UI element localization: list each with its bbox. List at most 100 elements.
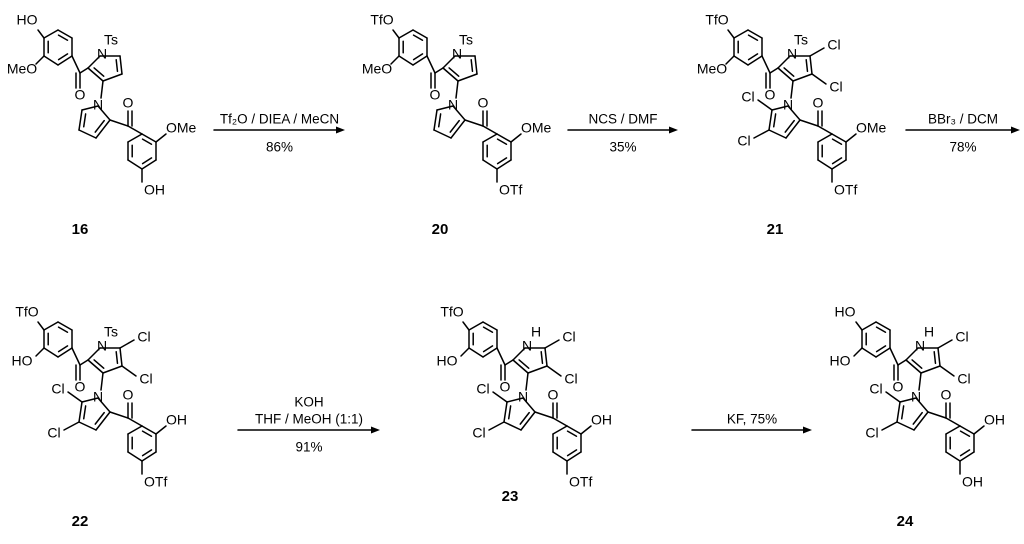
pyrrole-c-bond <box>771 105 789 111</box>
bottom-substituent-label: OTf <box>569 474 592 490</box>
ring-a-bond <box>733 55 749 66</box>
double-bond-line <box>875 345 887 353</box>
pyrrole-c-bond <box>896 421 915 431</box>
arrow-head <box>1011 126 1020 134</box>
double-bond-line <box>57 34 69 42</box>
cl-bond <box>937 339 953 349</box>
pyrrole-b-bond <box>777 55 791 69</box>
acyl-bond <box>799 119 819 127</box>
ortho-substituent-label: OMe <box>856 120 887 136</box>
ring-d-bond <box>141 159 157 170</box>
ring-a-bond <box>875 321 891 331</box>
pyrrole-c-bond <box>78 129 97 139</box>
ring-a-bond <box>747 29 763 39</box>
double-bond-line <box>449 119 460 133</box>
ortho-substituent-label: OH <box>984 412 1005 428</box>
top-substituent-label: TfO <box>440 304 463 320</box>
pyrrole-c-bond <box>433 109 438 131</box>
cl-bond <box>119 339 135 349</box>
ring-d-substituent-bond <box>155 425 167 435</box>
pyrrole-b-bond <box>512 347 526 361</box>
left-substituent-label: MeO <box>7 61 37 77</box>
carbonyl-2-oxygen: O <box>123 95 134 111</box>
ring-d-bond <box>959 425 975 435</box>
pyrrole-c-bond <box>450 119 466 139</box>
chloro-label: Cl <box>137 329 150 345</box>
pyrrole-b-bond <box>442 55 456 69</box>
ring-a-top-bond <box>727 29 735 39</box>
arrow-head <box>371 426 380 434</box>
ring-d-bond <box>496 159 512 170</box>
chloro-label: Cl <box>564 371 577 387</box>
ring-d-bond <box>959 451 975 462</box>
cl-bond <box>121 365 137 377</box>
ring-a-top-bond <box>37 29 45 39</box>
ring-a-bond <box>412 55 428 66</box>
pyrrole-b-bond <box>544 347 548 367</box>
acyl-pyrrole-bond <box>504 359 514 366</box>
double-bond-line <box>875 326 887 334</box>
arrow-head <box>336 126 345 134</box>
acyl-bond <box>109 119 129 127</box>
cl-bond <box>488 421 505 431</box>
chloro-label: Cl <box>476 381 489 397</box>
arrow-yield-label: 86% <box>266 140 293 155</box>
reaction-arrow-5: KF, 75% <box>691 412 812 434</box>
double-bond-line <box>482 326 494 334</box>
acyl-ring-bond <box>482 125 498 135</box>
ring-a-bond <box>733 29 749 39</box>
top-substituent-label: TfO <box>370 12 393 28</box>
acyl-ring-bond <box>127 125 143 135</box>
ring-a-bond <box>482 347 498 358</box>
ring-d-bond <box>482 159 498 170</box>
pyrrole-b-bond <box>119 347 123 367</box>
double-bond-line <box>566 449 578 457</box>
pyrrole-n-label: N <box>93 389 103 405</box>
pyrrole-c-bond <box>78 401 83 423</box>
double-bond-line <box>507 405 512 420</box>
pyrrole-n-label: N <box>915 338 925 354</box>
compound-number: 22 <box>72 513 89 530</box>
pyrrole-n-label: N <box>97 338 107 354</box>
n-substituent-label: Ts <box>104 324 118 340</box>
ring-a-bond <box>57 321 73 331</box>
carbonyl-2-oxygen: O <box>548 387 559 403</box>
ring-a-bond <box>468 347 484 358</box>
ring-a-left-bond <box>725 55 735 65</box>
double-bond-line <box>94 119 105 133</box>
ring-d-bond <box>566 451 582 462</box>
cl-bond <box>811 73 827 85</box>
ortho-substituent-label: OMe <box>166 120 197 136</box>
pyrrole-b-bond <box>102 365 123 374</box>
double-bond-line <box>94 411 105 425</box>
arrow-condition-label: THF / MeOH (1:1) <box>255 412 363 427</box>
cl-bond <box>492 391 508 403</box>
double-bond-line <box>448 67 460 77</box>
cl-bond <box>63 421 80 431</box>
acyl-bond <box>534 411 554 419</box>
double-bond-line <box>115 351 119 365</box>
ring-d-bond <box>127 425 143 435</box>
bottom-substituent-label: OH <box>962 474 983 490</box>
chloro-label: Cl <box>47 425 60 441</box>
pyrrole-n-label: N <box>783 97 793 113</box>
pyrrole-b-bond <box>777 67 794 82</box>
carbonyl-2-oxygen: O <box>813 95 824 111</box>
pyrrole-b-bond <box>87 55 101 69</box>
double-bond-line <box>783 67 795 77</box>
acyl-bond <box>464 119 484 127</box>
ortho-substituent-label: OH <box>166 412 187 428</box>
compound-number: 16 <box>72 221 89 238</box>
chloro-label: Cl <box>865 425 878 441</box>
n-substituent-label: H <box>531 324 541 340</box>
pyrrole-n-label: N <box>448 97 458 113</box>
n-n-bond <box>455 80 459 99</box>
acyl-ring-bond <box>817 125 833 135</box>
compound-number: 24 <box>897 513 914 530</box>
